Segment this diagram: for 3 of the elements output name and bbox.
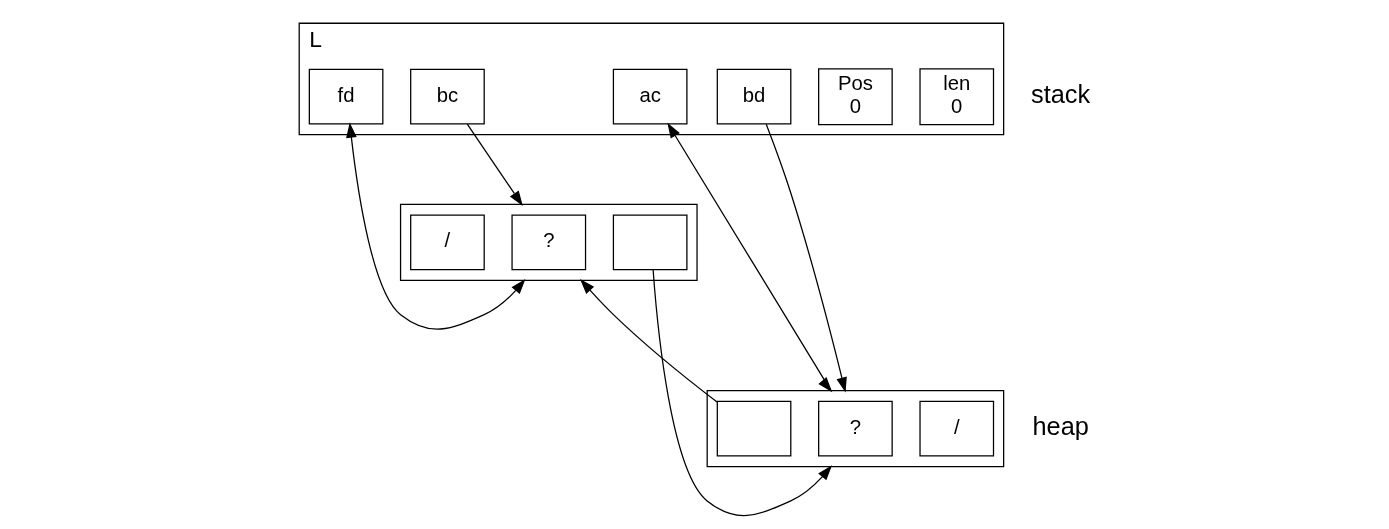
node-label: L <box>309 25 323 52</box>
label: stack <box>1031 80 1091 109</box>
label: heap <box>1032 412 1089 441</box>
